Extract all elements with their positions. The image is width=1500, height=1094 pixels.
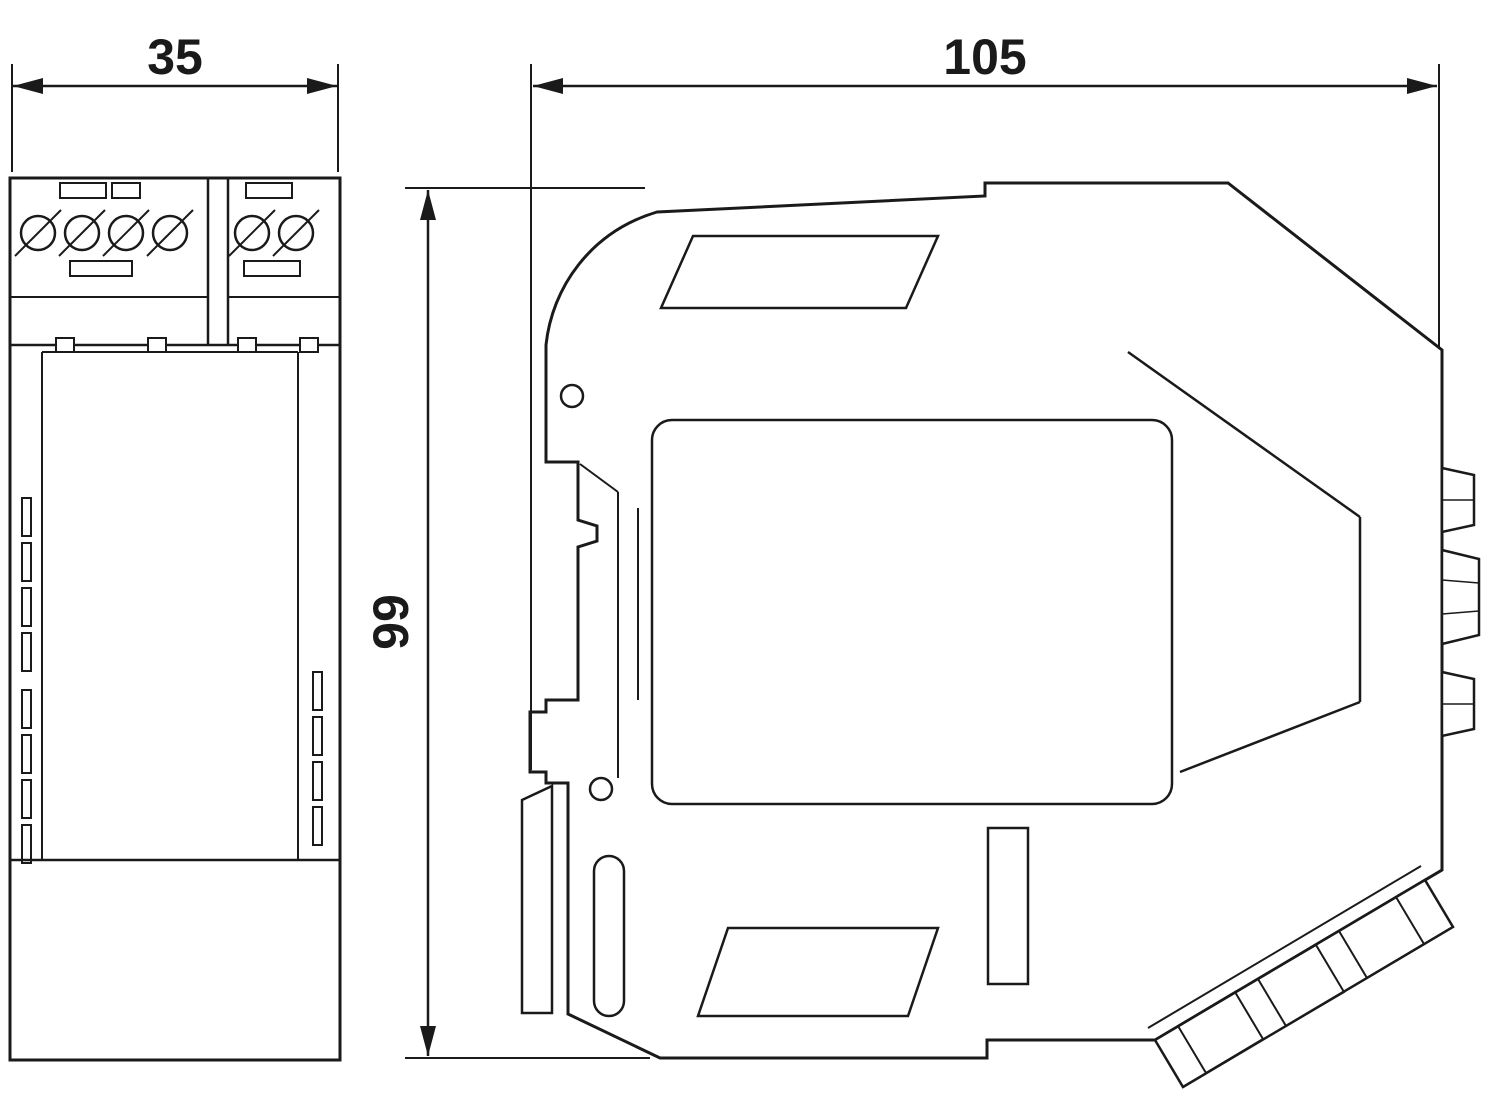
fixing-hole [588, 776, 614, 802]
screw-slot [14, 209, 62, 257]
inner-edge-line [579, 463, 619, 493]
screw-slot [102, 209, 150, 257]
vent-slot [21, 734, 32, 774]
top-vent-grille [659, 234, 940, 310]
screw-terminal [151, 214, 189, 252]
connector-pin-right [1440, 548, 1481, 646]
arrowhead-left [13, 78, 43, 94]
dim-label-side-width: 105 [943, 29, 1026, 85]
vent-slot [21, 689, 32, 729]
vent-slot [21, 542, 32, 582]
screw-terminal [63, 214, 101, 252]
terminal-opening [245, 182, 293, 199]
mounting-tab [237, 337, 257, 353]
bottom-connector-pin [1256, 943, 1346, 1028]
dim-label-side-height: 99 [363, 594, 419, 650]
arrowhead-left [533, 78, 563, 94]
bottom-connector-pin [1337, 895, 1426, 980]
screw-slot [146, 209, 194, 257]
arrowhead-bottom [420, 1026, 436, 1056]
terminal-opening [111, 182, 141, 199]
front-outline [8, 176, 342, 1062]
vent-slot [312, 716, 323, 756]
mounting-tab [299, 337, 319, 353]
vent-slot [312, 671, 323, 711]
arrowhead-right [1407, 78, 1437, 94]
fixing-hole [559, 383, 585, 409]
side-outline [528, 181, 1444, 1060]
mounting-tab [55, 337, 75, 353]
dim-side-height: 99 [363, 187, 650, 1059]
screw-terminal [19, 214, 57, 252]
terminal-opening [243, 260, 301, 277]
vent-slot [21, 632, 32, 672]
din-latch [520, 784, 554, 1015]
arrowhead-right [307, 78, 337, 94]
terminal-opening [59, 182, 107, 199]
bottom-connector-shell [1153, 878, 1455, 1089]
screw-slot [58, 209, 106, 257]
front-view [8, 176, 342, 1062]
vent-slot [21, 779, 32, 819]
dim-front-width: 35 [11, 29, 339, 172]
side-view [520, 181, 1481, 1089]
dim-label-front-width: 35 [147, 29, 203, 85]
mounting-tab [147, 337, 167, 353]
bottom-vent-grille [696, 926, 940, 1018]
vent-slot [21, 824, 32, 864]
side-window [986, 826, 1030, 986]
arrowhead-top [420, 190, 436, 220]
screw-slot [272, 209, 320, 257]
chamfer-edge [1179, 700, 1361, 774]
bottom-connector-pin [1176, 990, 1265, 1075]
chamfer-edge [1127, 350, 1361, 519]
screw-terminal [107, 214, 145, 252]
connector-pin-line [1441, 579, 1480, 584]
vent-slot [312, 761, 323, 801]
label-field [650, 418, 1174, 806]
screw-terminal [277, 214, 315, 252]
screw-terminal [233, 214, 271, 252]
vent-slot [312, 806, 323, 846]
latch-slot [592, 854, 626, 1018]
terminal-opening [69, 260, 133, 277]
vent-slot [21, 497, 32, 537]
chamfer-edge [1147, 865, 1422, 1029]
screw-slot [228, 209, 276, 257]
dim-side-width: 105 [530, 29, 1440, 770]
vent-slot [21, 587, 32, 627]
connector-pin-line [1441, 610, 1480, 615]
